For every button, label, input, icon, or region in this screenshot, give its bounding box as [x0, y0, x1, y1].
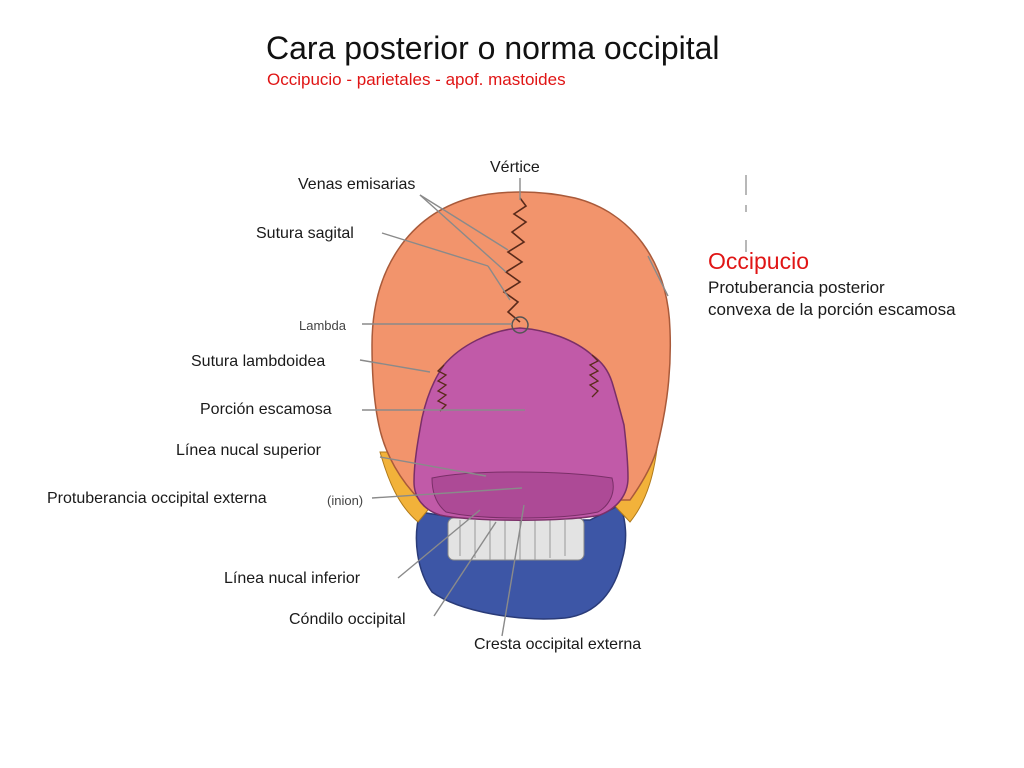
page-title: Cara posterior o norma occipital	[266, 30, 720, 66]
lambda-point	[511, 316, 529, 334]
nuchal-band	[431, 471, 614, 519]
label-porcion-escamosa: Porción escamosa	[200, 401, 332, 418]
label-sutura-sagital: Sutura sagital	[256, 225, 354, 242]
label-condilo-occipital: Cóndilo occipital	[289, 611, 406, 628]
side-note-line-1: Protuberancia posterior	[708, 278, 885, 297]
lambdoid-suture	[436, 354, 600, 412]
label-cresta-occipital-externa: Cresta occipital externa	[474, 636, 642, 653]
label-venas-emisarias: Venas emisarias	[298, 176, 416, 193]
sagittal-suture	[502, 197, 528, 323]
page-subtitle: Occipucio - parietales - apof. mastoides	[267, 70, 566, 89]
label-protuberancia-occipital-externa: Protuberancia occipital externa	[47, 490, 267, 507]
side-note-line-2: convexa de la porción escamosa	[708, 300, 956, 319]
leader-lines	[359, 178, 669, 637]
label-sutura-lambdoidea: Sutura lambdoidea	[191, 353, 326, 370]
label-linea-nucal-inferior: Línea nucal inferior	[224, 570, 361, 587]
label-vertice: Vértice	[490, 159, 540, 176]
label-lambda: Lambda	[299, 318, 346, 333]
label-linea-nucal-superior: Línea nucal superior	[176, 442, 321, 459]
label-inion: (inion)	[327, 493, 364, 508]
side-note-heading: Occipucio	[708, 248, 809, 274]
